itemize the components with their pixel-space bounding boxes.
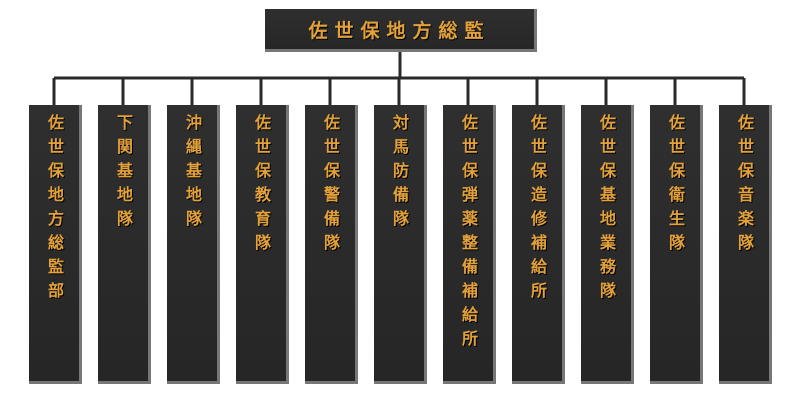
unit-node: 佐世保地方総監部 (29, 105, 82, 384)
unit-node-label: 佐世保音楽隊 (735, 114, 754, 258)
unit-node: 対馬防備隊 (374, 105, 427, 384)
unit-node: 佐世保警備隊 (305, 105, 358, 384)
unit-node: 佐世保教育隊 (236, 105, 289, 384)
unit-node: 佐世保音楽隊 (719, 105, 772, 384)
unit-node: 佐世保弾薬整備補給所 (443, 105, 496, 384)
unit-node-label: 対馬防備隊 (390, 114, 409, 234)
unit-node: 佐世保衛生隊 (650, 105, 703, 384)
unit-node: 沖縄基地隊 (167, 105, 220, 384)
unit-node-label: 佐世保警備隊 (321, 114, 340, 258)
unit-node-label: 佐世保造修補給所 (528, 114, 547, 306)
unit-node-label: 佐世保地方総監部 (45, 114, 64, 306)
unit-node-label: 沖縄基地隊 (183, 114, 202, 234)
unit-node-label: 佐世保教育隊 (252, 114, 271, 258)
unit-node-label: 佐世保弾薬整備補給所 (459, 114, 478, 354)
unit-node: 佐世保造修補給所 (512, 105, 565, 384)
unit-node-label: 佐世保衛生隊 (666, 114, 685, 258)
root-node-label: 佐世保地方総監 (308, 19, 491, 42)
root-node: 佐世保地方総監 (265, 9, 537, 52)
unit-node: 佐世保基地業務隊 (581, 105, 634, 384)
unit-node-label: 佐世保基地業務隊 (597, 114, 616, 306)
unit-node: 下関基地隊 (98, 105, 151, 384)
unit-node-label: 下関基地隊 (114, 114, 133, 234)
